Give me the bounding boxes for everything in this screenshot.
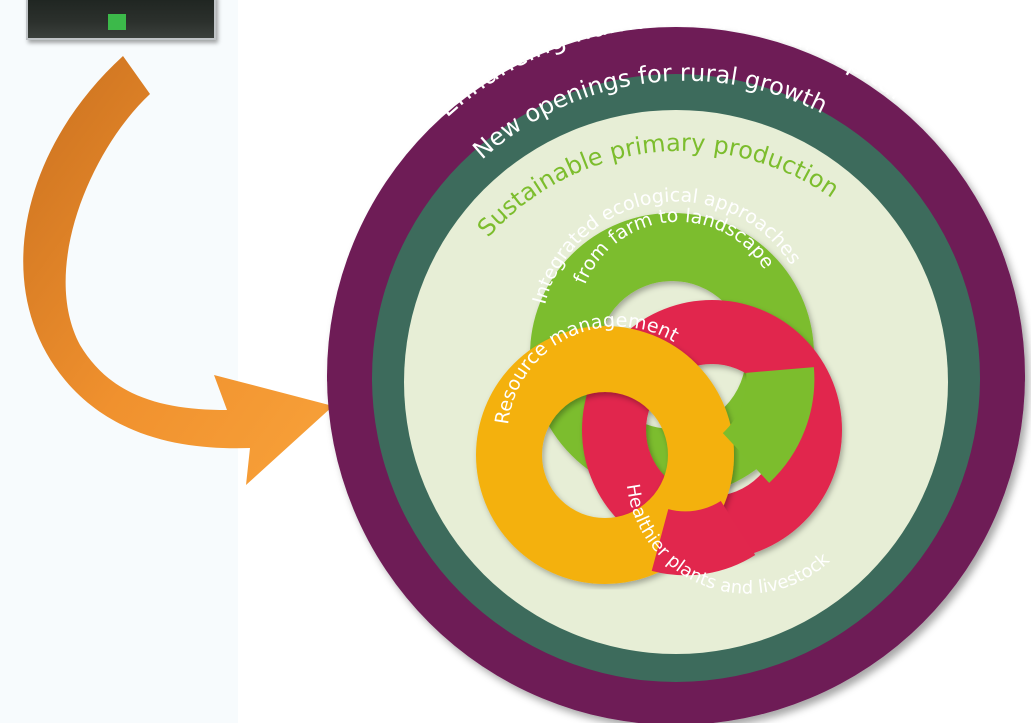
orange-loop [476, 326, 734, 584]
red-overlap [651, 500, 756, 576]
loops [476, 213, 842, 584]
thumbnail-badge [108, 14, 126, 30]
green-overlap [721, 367, 815, 483]
curved-arrow-icon [23, 56, 334, 485]
document-thumbnail[interactable] [26, 0, 216, 40]
